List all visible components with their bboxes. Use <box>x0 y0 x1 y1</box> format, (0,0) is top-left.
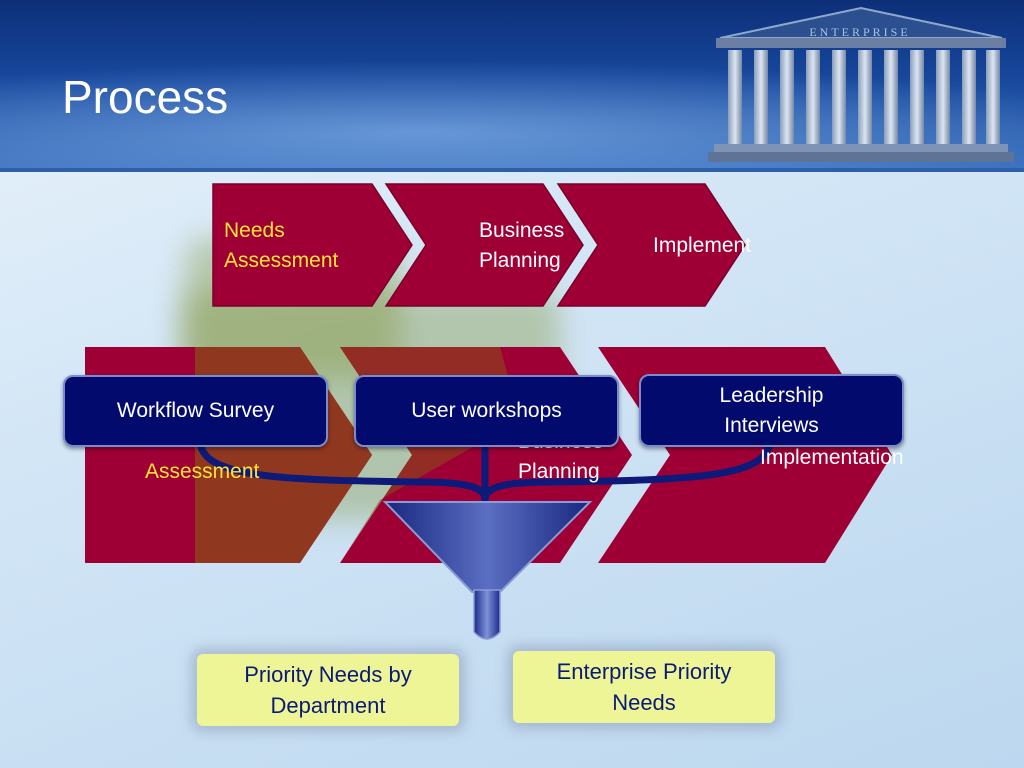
output-enterprise-line1: Enterprise Priority <box>556 659 732 684</box>
step-label-assessment: Assessment <box>224 249 339 272</box>
output-department-line2: Department <box>270 693 386 718</box>
input-leadership-interviews: Leadership Interviews <box>639 374 904 447</box>
step-label-business: Business <box>479 219 565 242</box>
logo-text: ENTERPRISE <box>809 25 911 39</box>
bg-label-implementation: Implementation <box>760 446 904 469</box>
step-label-implement: Implement <box>653 234 752 257</box>
top-chevron-row <box>212 183 746 307</box>
chevron-implement <box>556 183 746 307</box>
step-label-needs: Needs <box>224 219 285 242</box>
output-department-line1: Priority Needs by <box>244 662 412 687</box>
funnel-spout <box>473 589 501 640</box>
connector-lines <box>196 436 774 504</box>
chevron-needs-assessment <box>212 183 413 307</box>
output-priority-needs-by-department: Priority Needs by Department <box>197 654 459 726</box>
input-leadership-line1: Leadership <box>719 383 824 407</box>
enterprise-temple-logo <box>708 6 1014 162</box>
input-user-workshops: User workshops <box>354 375 619 447</box>
output-enterprise-line2: Needs <box>612 690 676 715</box>
temple-entablature <box>716 38 1006 48</box>
temple-step-bottom <box>708 152 1014 162</box>
slide-title: Process <box>62 71 229 123</box>
input-user-workshops-label: User workshops <box>411 399 562 422</box>
input-leadership-line2: Interviews <box>724 413 819 437</box>
header-separator <box>0 168 1024 172</box>
temple-columns <box>728 50 1000 144</box>
chevron-business-planning <box>384 183 584 307</box>
step-label-needs-assessment: Needs Assessment <box>224 216 338 276</box>
input-workflow-survey: Workflow Survey <box>63 375 328 447</box>
input-workflow-survey-label: Workflow Survey <box>116 399 275 422</box>
bg-label-planning: Planning <box>518 460 600 483</box>
step-label-business-planning: Business Planning <box>479 216 564 276</box>
connector-right <box>481 436 774 504</box>
output-enterprise-priority-needs: Enterprise Priority Needs <box>513 651 775 723</box>
temple-step-top <box>714 144 1008 152</box>
step-label-planning: Planning <box>479 249 561 272</box>
connector-left <box>196 436 489 504</box>
bg-label-assessment: Assessment <box>145 460 260 483</box>
